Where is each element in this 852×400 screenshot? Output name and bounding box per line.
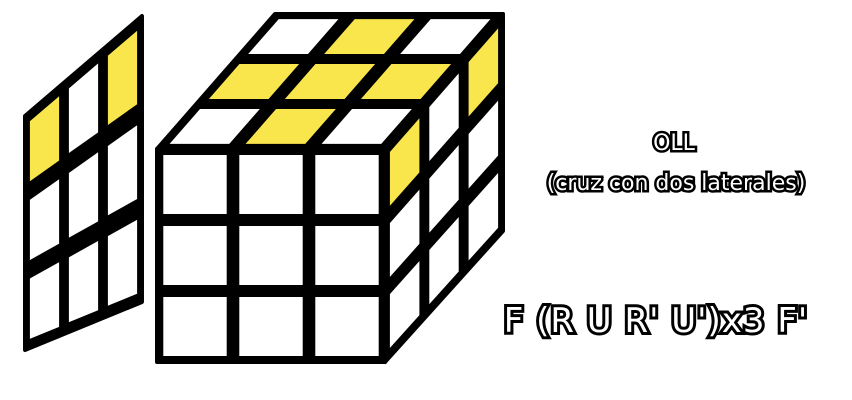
front-face-sticker-1-2 [313,224,381,287]
top-face-sticker-1-2 [357,62,455,101]
top-face [155,12,505,151]
top-face-sticker-1-1 [281,62,379,101]
case-subtitle: (cruz con dos laterales) [547,171,806,196]
front-face [155,147,387,364]
front-face-sticker-1-1 [237,224,305,287]
left-face-sticker-0-2 [105,27,140,128]
left-face-sticker-2-0 [27,259,62,342]
algorithm-text: F (R U R' U')x3 F' [504,301,809,341]
top-face-sticker-2-1 [242,107,339,146]
right-face-sticker-1-2 [466,97,501,193]
top-face-sticker-1-0 [205,62,303,101]
right-face-sticker-0-0 [387,114,422,210]
front-face-sticker-0-2 [313,153,381,216]
right-face-sticker-1-0 [387,186,422,281]
front-face-sticker-1-0 [161,224,229,287]
right-face-sticker-0-1 [427,69,461,165]
right-face-sticker-2-0 [387,257,422,352]
left-face-sticker-2-1 [66,238,101,325]
front-face-sticker-2-1 [237,295,305,358]
top-face-sticker-0-0 [245,17,342,56]
right-face-sticker-2-2 [466,169,501,265]
case-title: OLL [653,131,696,156]
top-face-sticker-2-2 [318,107,415,146]
front-face-sticker-0-1 [237,153,305,216]
left-face-sticker-2-2 [105,217,140,309]
left-face-sticker-1-0 [27,176,62,263]
left-face-sticker-1-1 [66,149,101,241]
right-face [383,12,505,364]
left-face-sticker-0-1 [66,60,101,156]
front-face-sticker-2-0 [161,295,229,358]
front-face-sticker-2-2 [313,295,381,358]
right-face-sticker-1-1 [427,141,461,237]
cube-faces [23,12,505,364]
right-face-sticker-2-1 [427,213,461,308]
top-face-sticker-0-2 [397,17,494,56]
top-face-sticker-0-1 [321,17,418,56]
top-face-sticker-2-0 [166,107,263,146]
left-face-sticker-1-2 [105,122,140,218]
front-face-sticker-0-0 [161,153,229,216]
right-face-sticker-0-2 [466,24,501,121]
left-face-sticker-0-0 [27,93,62,185]
left-face [23,14,144,352]
